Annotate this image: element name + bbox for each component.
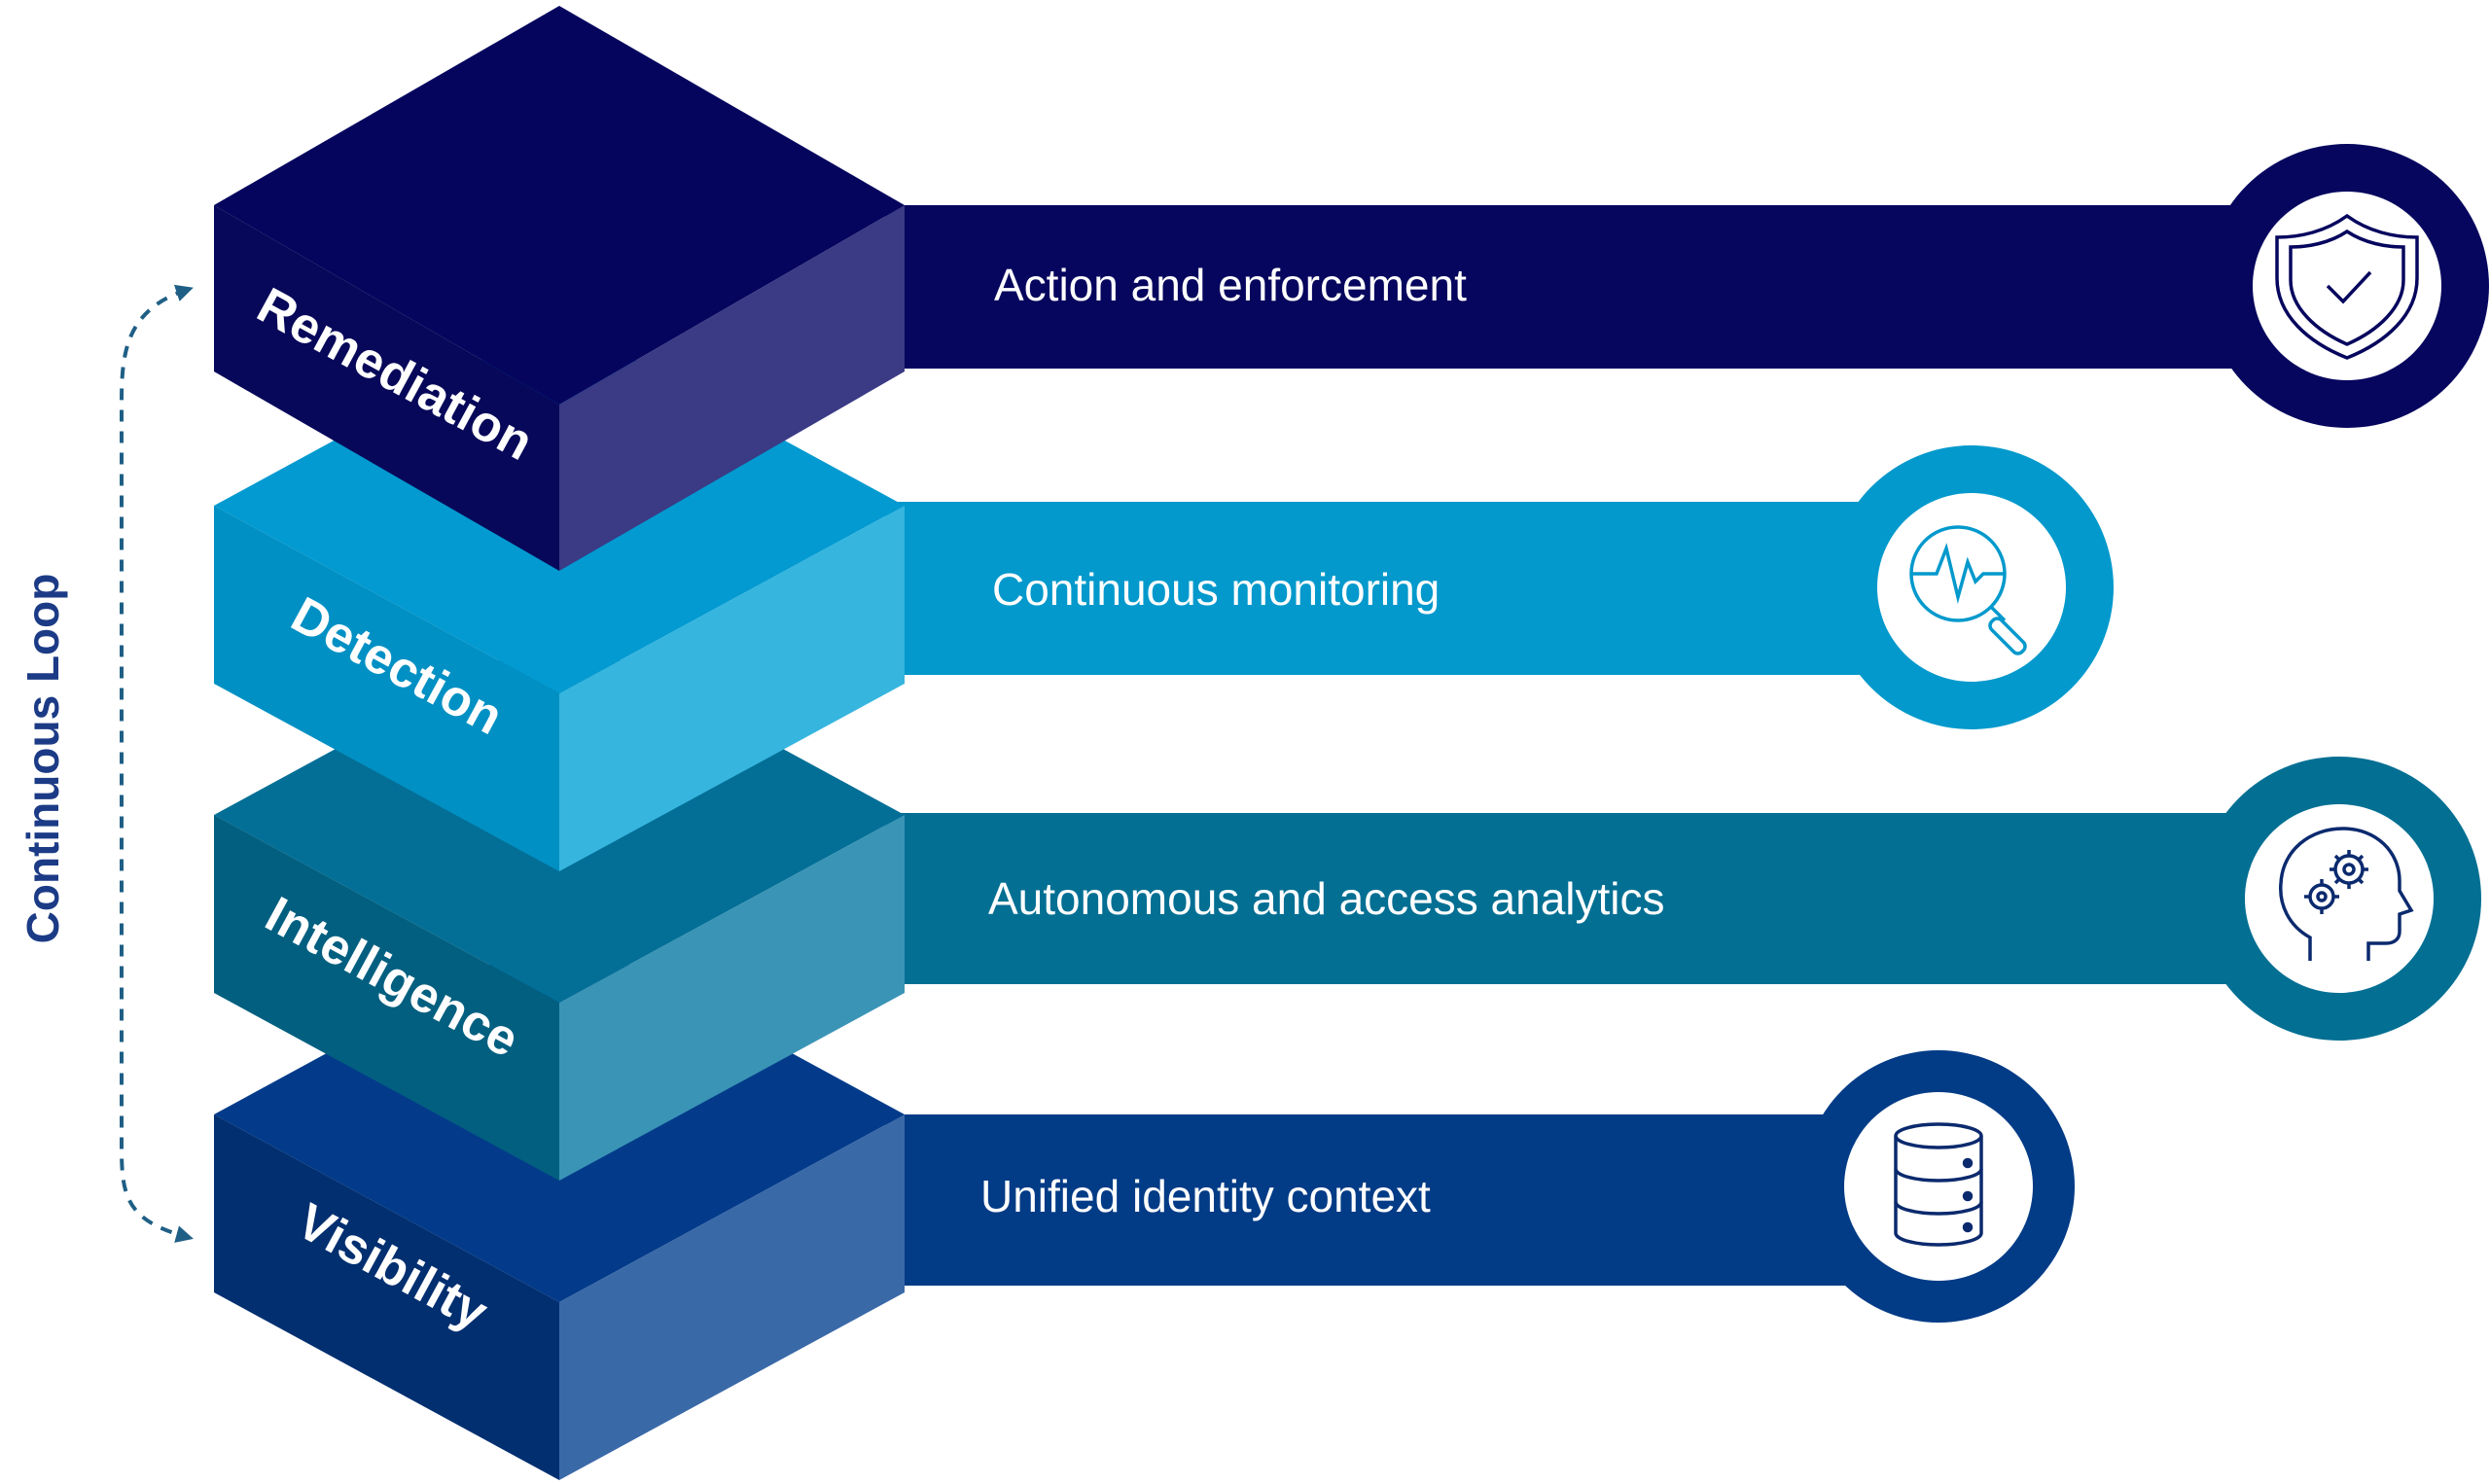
layer-desc-remediation: Action and enforcement (994, 260, 1467, 310)
icon-disc-remediation (2253, 192, 2441, 380)
layer-desc-intelligence: Autonomous and access analytics (988, 873, 1665, 924)
block-left-visibility (214, 1114, 559, 1480)
bar-detection (885, 502, 1974, 675)
block-right-detection (559, 506, 905, 871)
database-icon (1894, 1122, 1983, 1247)
brain-gears-icon (2279, 827, 2414, 961)
block-left-detection (214, 506, 559, 871)
bar-intelligence (885, 813, 2247, 984)
layer-desc-visibility: Unified identity context (980, 1171, 1431, 1221)
icon-disc-visibility (1844, 1092, 2033, 1281)
block-left-intelligence (214, 815, 559, 1181)
layer-desc-detection: Continuous monitoring (992, 564, 1440, 615)
shield-check-icon (2275, 213, 2419, 360)
bar-visibility (885, 1114, 1936, 1286)
loop-label: Continuous Loop (18, 574, 68, 944)
loop-arrow (120, 284, 194, 1243)
layer-remediation: Remediation Action and enforcement (214, 6, 2489, 571)
block-right-remediation (559, 205, 905, 571)
layer-detection: Detection Continuous monitoring (214, 318, 2114, 871)
block-right-visibility (559, 1114, 905, 1480)
icon-disc-detection (1877, 493, 2066, 682)
continuous-loop: Continuous Loop (18, 284, 194, 1243)
monitoring-search-icon (1909, 525, 2027, 655)
bar-remediation (885, 205, 2344, 369)
block-right-intelligence (559, 815, 905, 1181)
block-left-remediation (214, 205, 559, 571)
